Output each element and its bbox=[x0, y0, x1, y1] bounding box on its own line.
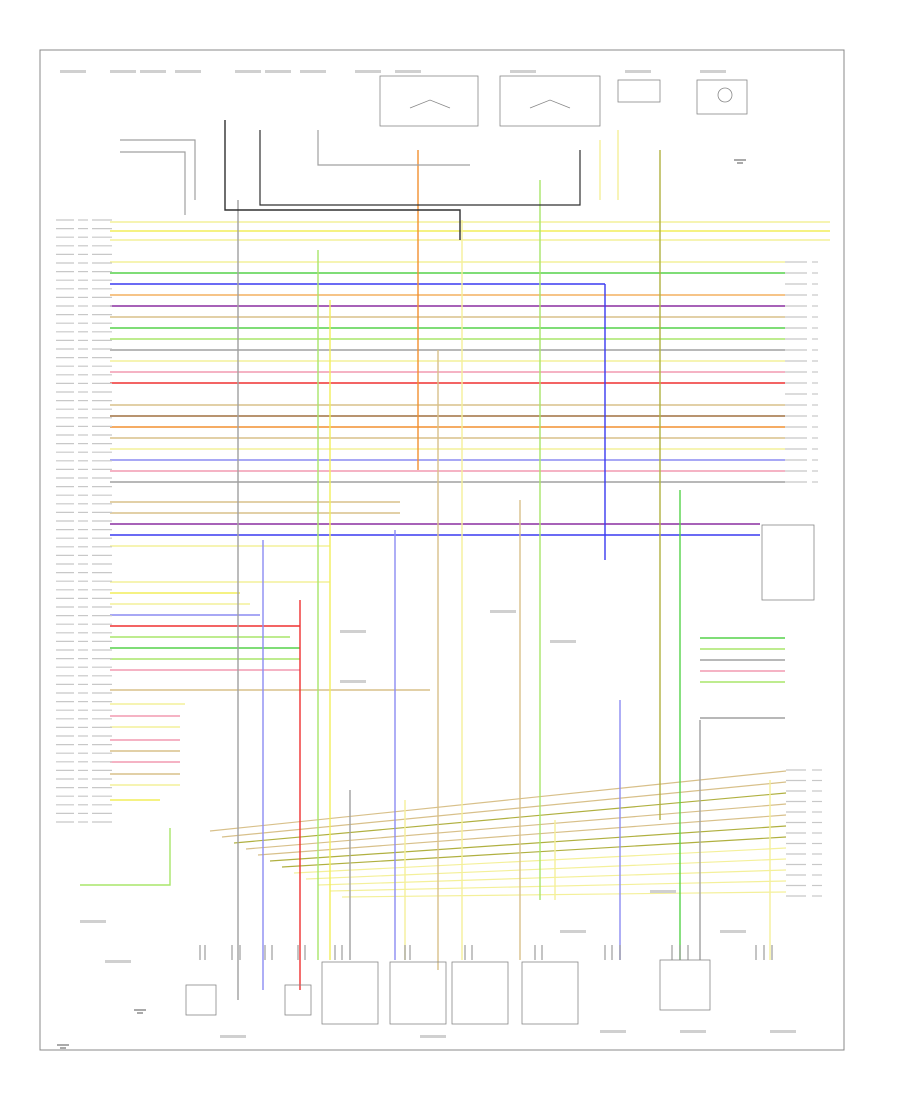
switch-icon bbox=[529, 99, 571, 109]
annotation-text-mark bbox=[550, 640, 576, 643]
diagram-frame bbox=[39, 49, 845, 1051]
annotation-text-mark bbox=[720, 930, 746, 933]
signal-wire bbox=[257, 814, 787, 856]
power-wire bbox=[120, 139, 196, 200]
annotation-text-mark bbox=[600, 1030, 626, 1033]
annotation-text-mark bbox=[235, 70, 261, 73]
annotation-text-mark bbox=[60, 70, 86, 73]
power-wire bbox=[317, 130, 470, 166]
annotation-text-mark bbox=[770, 1030, 796, 1033]
label-layer bbox=[56, 70, 822, 1038]
signal-wire bbox=[305, 858, 787, 880]
signal-wire bbox=[281, 836, 787, 868]
annotation-text-mark bbox=[700, 70, 726, 73]
sensor-box bbox=[696, 79, 748, 115]
annotation-text-mark bbox=[680, 1030, 706, 1033]
injector-box bbox=[451, 961, 509, 1025]
power-wire bbox=[259, 130, 581, 206]
injector-box bbox=[521, 961, 579, 1025]
annotation-text-mark bbox=[265, 70, 291, 73]
annotation-text-mark bbox=[340, 680, 366, 683]
annotation-text-mark bbox=[175, 70, 201, 73]
signal-wire bbox=[221, 781, 787, 838]
annotation-text-mark bbox=[560, 930, 586, 933]
signal-wire bbox=[341, 891, 787, 898]
annotation-text-mark bbox=[220, 1035, 246, 1038]
signal-wire bbox=[245, 803, 787, 850]
relay-box bbox=[499, 75, 601, 127]
power-wire bbox=[224, 120, 461, 240]
annotation-text-mark bbox=[340, 630, 366, 633]
sensor-box bbox=[617, 79, 661, 103]
ground-wire bbox=[80, 828, 171, 886]
annotation-text-mark bbox=[510, 70, 536, 73]
signal-wire bbox=[209, 770, 787, 832]
signal-wire bbox=[233, 792, 787, 844]
annotation-text-mark bbox=[625, 70, 651, 73]
relay-box bbox=[379, 75, 479, 127]
annotation-text-mark bbox=[490, 610, 516, 613]
o2-sensor-box bbox=[659, 959, 711, 1011]
annotation-text-mark bbox=[110, 70, 136, 73]
coil-box bbox=[185, 984, 217, 1016]
signal-wire bbox=[329, 880, 787, 892]
annotation-text-mark bbox=[395, 70, 421, 73]
power-wire bbox=[120, 151, 186, 215]
component-layer bbox=[57, 75, 815, 1049]
signal-wire bbox=[317, 869, 787, 886]
signal-wire bbox=[269, 825, 787, 862]
connector-box bbox=[761, 524, 815, 601]
injector-box bbox=[321, 961, 379, 1025]
injector-box bbox=[389, 961, 447, 1025]
annotation-text-mark bbox=[355, 70, 381, 73]
annotation-text-mark bbox=[105, 960, 131, 963]
annotation-text-mark bbox=[420, 1035, 446, 1038]
annotation-text-mark bbox=[300, 70, 326, 73]
sensor-icon bbox=[717, 87, 733, 103]
annotation-text-mark bbox=[140, 70, 166, 73]
wire-layer bbox=[80, 120, 830, 1000]
coil-box bbox=[284, 984, 312, 1016]
switch-icon bbox=[409, 99, 451, 109]
annotation-text-mark bbox=[650, 890, 676, 893]
annotation-text-mark bbox=[80, 920, 106, 923]
